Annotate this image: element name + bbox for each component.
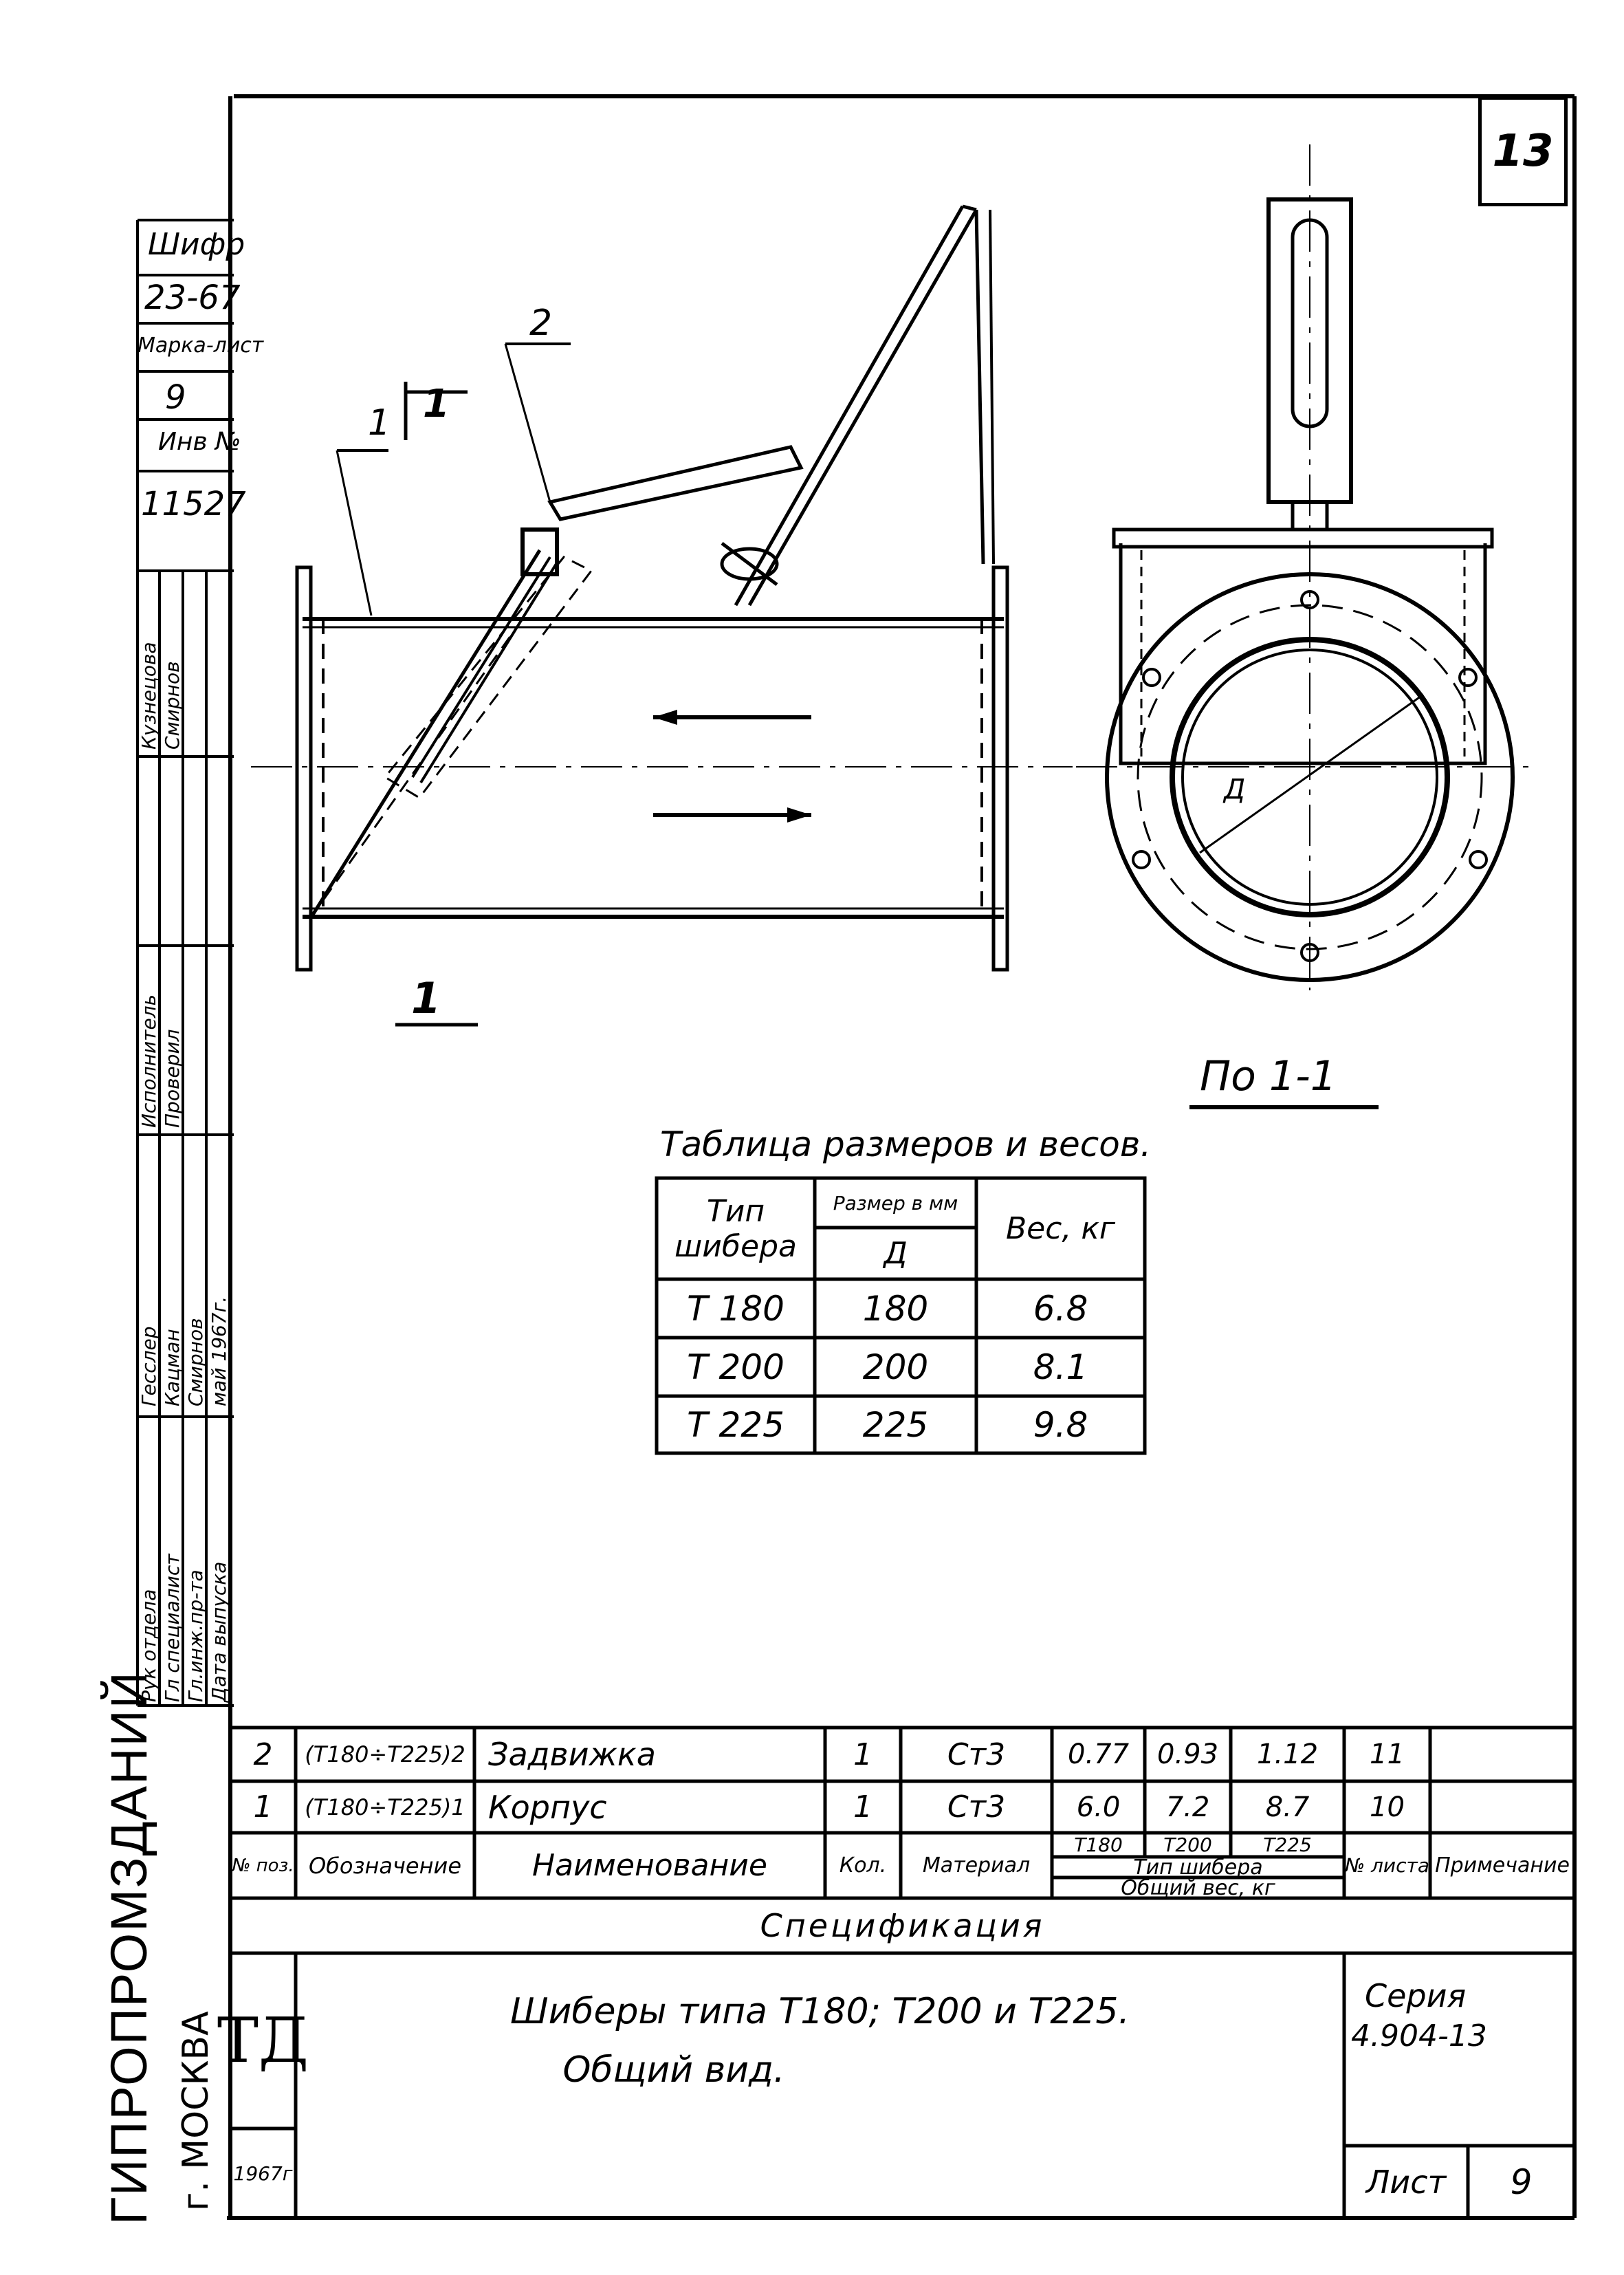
spec-header-t225: Т225 [1263,1833,1312,1856]
spec-caption: Спецификация [760,1907,1045,1944]
spec-name: Корпус [488,1788,607,1826]
spec-material: Ст3 [947,1737,1006,1772]
spec-header-pos: № поз. [232,1855,294,1876]
shifr-value: 23-67 [144,279,241,317]
series-label: Серия [1365,1977,1467,2014]
spec-header-t180: Т180 [1074,1833,1123,1856]
city-label: г. МОСКВА [175,2011,217,2211]
stamp-col1-name2: Кузнецова [138,642,160,750]
stamp-col2-name2: Смирнов [161,661,184,750]
size-header-d: Д [884,1236,908,1271]
spec-sheet: 10 [1370,1791,1405,1823]
diameter-label: Д [1224,774,1246,805]
size-row-d: 200 [862,1347,929,1387]
spec-material: Ст3 [947,1789,1006,1825]
section-mark-bottom: 1 [411,973,441,1023]
marka-value: 9 [165,378,186,417]
leader-1-label: 1 [368,402,391,444]
stamp-col2-role2: Проверил [161,1029,184,1128]
spec-name: Задвижка [488,1736,656,1773]
title-year: 1967г [233,2162,293,2185]
stamp-col4-role: Дата выпуска [208,1561,230,1702]
size-row-weight: 9.8 [1033,1404,1088,1445]
size-row-d: 180 [862,1288,929,1329]
size-header-type: Тип шибера [674,1193,797,1264]
spec-pos: 1 [253,1789,273,1825]
stamp-col1-name1: Гесслер [138,1326,160,1406]
size-table-title: Таблица размеров и весов. [660,1124,1152,1164]
spec-pos: 2 [253,1737,273,1772]
organization-name: ГИПРОПРОМЗДАНИЙ [100,1670,157,2225]
spec-code: (Т180÷Т225)1 [305,1794,465,1820]
inv-label: Инв № [158,428,241,456]
spec-header-sheet: № листа [1345,1854,1429,1877]
spec-header-type: Тип шибера [1133,1855,1263,1880]
spec-header-qty: Кол. [839,1853,887,1877]
spec-header-t200: Т200 [1163,1833,1212,1856]
list-label: Лист [1365,2163,1447,2201]
size-row-type: Т 180 [687,1288,784,1329]
spec-header-total: Общий вес, кг [1121,1875,1275,1900]
drawing-title: Шиберы типа Т180; Т200 и Т225. [509,1991,1130,2032]
spec-sheet: 11 [1370,1739,1405,1770]
size-header-size: Размер в мм [833,1191,958,1215]
sheet-number: 13 [1478,96,1568,206]
section-mark-top: 1 [423,382,450,426]
spec-weight-t225: 8.7 [1265,1791,1310,1823]
spec-weight-t180: 0.77 [1067,1739,1130,1770]
shifr-label: Шифр [148,227,245,262]
list-value: 9 [1510,2162,1533,2202]
spec-code: (Т180÷Т225)2 [305,1741,465,1767]
spec-header-code: Обозначение [308,1852,462,1879]
size-row-type: Т 225 [687,1404,784,1445]
inv-value: 11527 [141,485,246,523]
stamp-col2-role1: Гл специалист [161,1554,184,1702]
spec-weight-t225: 1.12 [1256,1739,1319,1770]
stamp-col1-role2: Исполнитель [138,994,160,1128]
spec-header-name: Наименование [532,1848,767,1883]
stamp-col3-role: Гл.инж.пр-та [184,1569,207,1702]
series-value: 4.904-13 [1351,2018,1487,2054]
spec-weight-t200: 7.2 [1165,1791,1210,1823]
stamp-col4-date: май 1967г. [208,1296,230,1406]
size-row-d: 225 [862,1404,929,1445]
spec-weight-t180: 6.0 [1076,1791,1121,1823]
size-row-weight: 8.1 [1033,1347,1088,1387]
size-header-weight: Вес, кг [1005,1211,1116,1246]
stamp-col2-name1: Кацман [161,1329,184,1406]
spec-weight-t200: 0.93 [1156,1739,1219,1770]
view-label: По 1-1 [1200,1052,1337,1100]
spec-header-material: Материал [922,1853,1031,1877]
marka-label: Марка-лист [138,334,264,358]
stamp-col3-name: Смирнов [184,1318,207,1406]
logo: ТД [217,2005,309,2077]
leader-2-label: 2 [529,303,553,344]
spec-qty: 1 [853,1737,873,1772]
size-row-type: Т 200 [687,1347,784,1387]
size-row-weight: 6.8 [1033,1288,1088,1329]
spec-header-note: Примечание [1435,1853,1570,1877]
drawing-subtitle: Общий вид. [562,2049,785,2091]
spec-qty: 1 [853,1789,873,1825]
